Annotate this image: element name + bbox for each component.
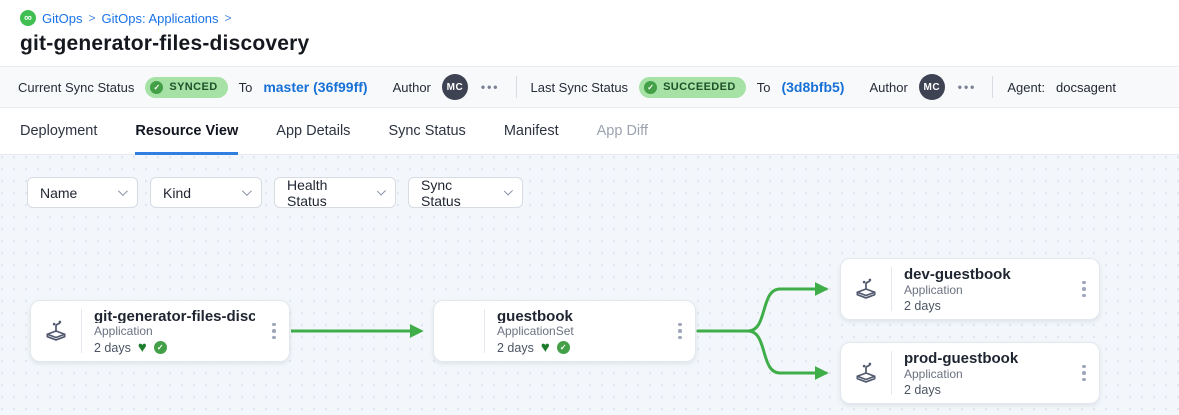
author-avatar[interactable]: MC: [441, 74, 468, 100]
agent-group: Agent: docsagent: [1007, 80, 1116, 95]
node-title: prod-guestbook: [904, 350, 1019, 366]
node-kind: Application: [904, 283, 963, 297]
filter-health-status[interactable]: Health Status: [274, 176, 396, 209]
current-revision-link[interactable]: master (36f99ff): [263, 79, 368, 95]
chevron-down-icon: [376, 186, 386, 196]
current-sync-status-label: Current Sync Status: [18, 79, 135, 95]
node-content: dev-guestbook Application 2 days: [892, 259, 1069, 319]
application-resource-icon: [841, 343, 891, 403]
sync-check-icon: ✓: [153, 341, 167, 354]
succeeded-status-badge: ✓ SUCCEEDED: [639, 76, 746, 98]
gitops-infinity-icon: ∞: [20, 10, 36, 26]
author-label: Author: [869, 79, 908, 95]
graph-node-dev-guestbook[interactable]: dev-guestbook Application 2 days: [840, 258, 1100, 320]
application-resource-icon: [841, 259, 891, 319]
succeeded-badge-label: SUCCEEDED: [663, 81, 736, 93]
current-sync-status-group: Current Sync Status ✓ SYNCED To master (…: [18, 74, 502, 100]
health-heart-icon: ♥: [540, 339, 550, 356]
node-title: git-generator-files-disco...: [94, 308, 255, 323]
filter-health-status-label: Health Status: [287, 176, 328, 209]
graph-node-root-application[interactable]: git-generator-files-disco... Application…: [30, 300, 290, 362]
node-title: dev-guestbook: [904, 266, 1011, 282]
graph-edges: [291, 282, 829, 380]
divider: [515, 76, 517, 98]
node-kind: Application: [94, 324, 153, 338]
last-sync-status-group: Last Sync Status ✓ SUCCEEDED To (3d8bfb5…: [531, 74, 979, 100]
node-content: prod-guestbook Application 2 days: [892, 343, 1069, 403]
last-revision-link[interactable]: (3d8bfb5): [781, 79, 845, 95]
synced-badge-label: SYNCED: [169, 81, 218, 93]
tab-deployment[interactable]: Deployment: [20, 123, 98, 139]
graph-node-prod-guestbook[interactable]: prod-guestbook Application 2 days: [840, 342, 1100, 404]
node-kind: ApplicationSet: [497, 324, 574, 338]
node-age: 2 days: [497, 340, 534, 355]
node-menu-icon[interactable]: [259, 301, 289, 361]
breadcrumb-separator: >: [224, 11, 232, 25]
filter-kind-label: Kind: [163, 184, 192, 201]
node-menu-icon[interactable]: [1069, 259, 1099, 319]
agent-value: docsagent: [1055, 79, 1116, 95]
tab-sync-status[interactable]: Sync Status: [388, 123, 466, 139]
breadcrumb-link-applications[interactable]: GitOps: Applications: [101, 10, 219, 26]
application-resource-icon: [31, 301, 81, 361]
sync-check-icon: ✓: [556, 341, 570, 354]
page-title: git-generator-files-discovery: [20, 32, 310, 55]
agent-label: Agent:: [1007, 79, 1045, 95]
check-circle-icon: ✓: [644, 80, 658, 94]
divider: [81, 309, 82, 353]
node-title: guestbook: [497, 308, 573, 323]
filter-sync-status[interactable]: Sync Status: [408, 176, 523, 209]
tab-bar: Deployment Resource View App Details Syn…: [0, 108, 1179, 155]
health-heart-icon: ♥: [137, 339, 147, 356]
to-label: To: [756, 79, 771, 95]
graph-node-guestbook[interactable]: guestbook ApplicationSet 2 days ♥ ✓: [433, 300, 696, 362]
node-age: 2 days: [94, 340, 131, 355]
node-menu-icon[interactable]: [1069, 343, 1099, 403]
divider: [891, 351, 892, 395]
chevron-down-icon: [117, 186, 128, 197]
breadcrumb-separator: >: [88, 11, 96, 25]
to-label: To: [238, 79, 253, 95]
tab-app-details[interactable]: App Details: [276, 123, 351, 139]
tab-app-diff: App Diff: [596, 123, 648, 139]
last-sync-more-menu[interactable]: •••: [957, 80, 977, 94]
chevron-down-icon: [241, 186, 252, 197]
page-header: ∞ GitOps > GitOps: Applications > git-ge…: [0, 0, 1179, 66]
tab-manifest[interactable]: Manifest: [503, 123, 559, 139]
edge-guestbook-to-dev: [696, 282, 829, 333]
node-icon-placeholder: [434, 301, 484, 361]
divider: [484, 309, 485, 353]
filter-name-label: Name: [40, 184, 78, 201]
author-label: Author: [392, 79, 431, 95]
filter-sync-status-label: Sync Status: [421, 176, 461, 209]
resource-graph-canvas: Name Kind Health Status Sync Status: [0, 155, 1179, 415]
divider: [992, 76, 994, 98]
author-avatar[interactable]: MC: [918, 74, 945, 100]
chevron-down-icon: [503, 186, 513, 196]
edge-guestbook-to-prod: [696, 329, 829, 380]
node-age: 2 days: [904, 383, 941, 397]
node-content: git-generator-files-disco... Application…: [82, 301, 259, 361]
check-circle-icon: ✓: [150, 80, 164, 94]
node-content: guestbook ApplicationSet 2 days ♥ ✓: [485, 301, 665, 361]
synced-status-badge: ✓ SYNCED: [145, 76, 228, 98]
graph-filters: Name Kind Health Status Sync Status: [27, 176, 523, 209]
node-menu-icon[interactable]: [665, 301, 695, 361]
divider: [891, 267, 892, 311]
node-kind: Application: [904, 367, 963, 381]
breadcrumb: ∞ GitOps > GitOps: Applications >: [20, 10, 1159, 26]
filter-kind[interactable]: Kind: [150, 177, 262, 208]
filter-name[interactable]: Name: [27, 177, 138, 208]
status-bar: Current Sync Status ✓ SYNCED To master (…: [0, 66, 1179, 108]
current-sync-more-menu[interactable]: •••: [480, 80, 500, 94]
tab-resource-view[interactable]: Resource View: [135, 108, 239, 155]
node-age: 2 days: [904, 299, 941, 313]
last-sync-status-label: Last Sync Status: [530, 79, 629, 95]
breadcrumb-link-gitops[interactable]: GitOps: [42, 10, 83, 26]
